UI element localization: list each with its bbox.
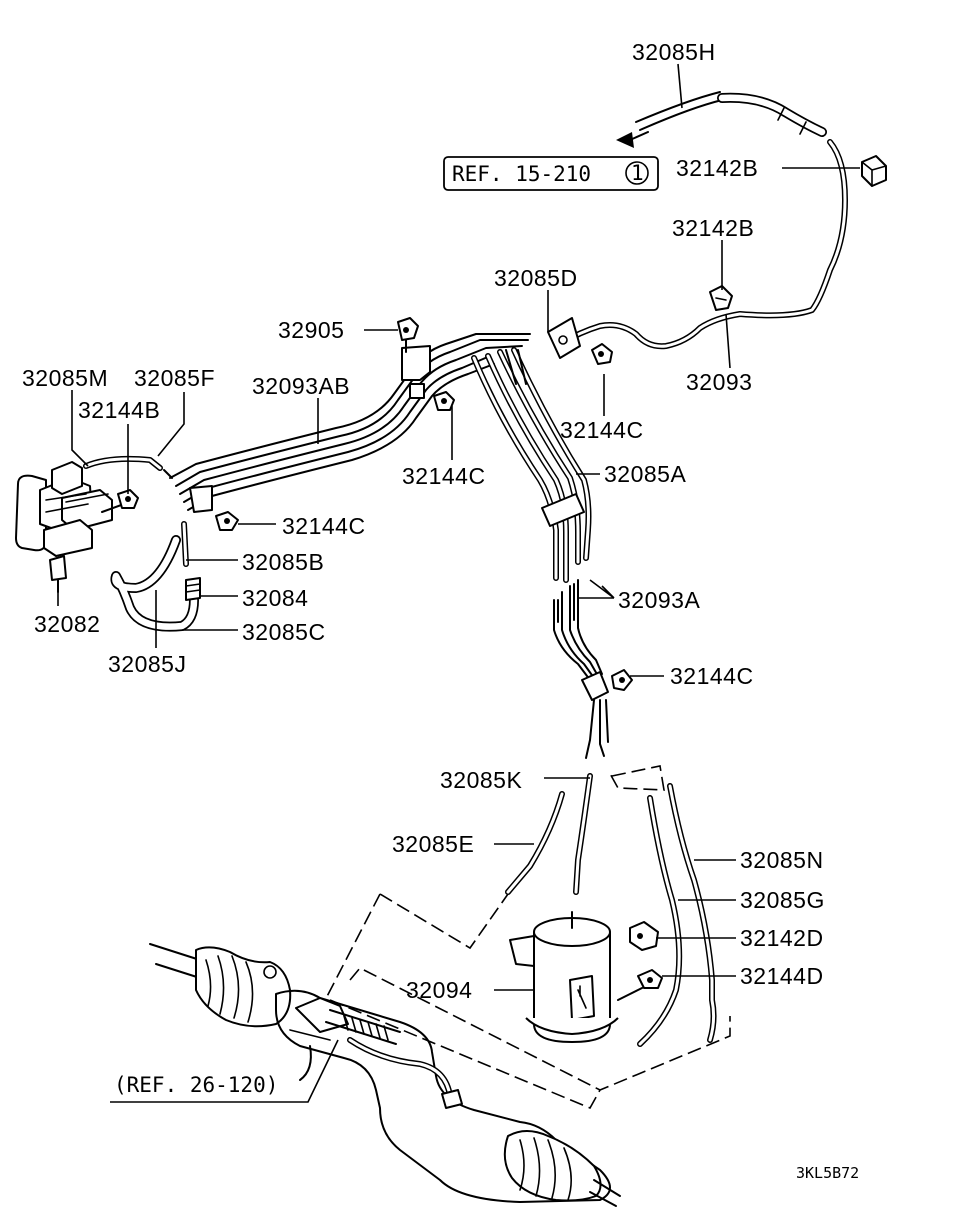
bolt-32144C-d bbox=[611, 669, 633, 691]
label-32082: 32082 bbox=[34, 611, 100, 637]
label-32085K: 32085K bbox=[440, 767, 522, 793]
label-32085N: 32085N bbox=[740, 847, 824, 873]
ref-lower-text: (REF. 26-120) bbox=[114, 1073, 278, 1097]
label-32094: 32094 bbox=[406, 977, 472, 1003]
ref-lower-leader bbox=[110, 1039, 339, 1103]
label-32144C-c: 32144C bbox=[402, 463, 486, 489]
hose-32085E bbox=[505, 791, 565, 895]
bolt-32144C-c bbox=[433, 391, 455, 411]
drive-shaft-boot bbox=[149, 943, 292, 1028]
label-32144B: 32144B bbox=[78, 397, 160, 423]
label-32144D: 32144D bbox=[740, 963, 824, 989]
dashed-ref-d bbox=[329, 999, 601, 1110]
label-32085G: 32085G bbox=[740, 887, 825, 913]
dashed-ref-b bbox=[319, 893, 381, 1011]
solenoid-32082 bbox=[15, 461, 125, 593]
label-32085H: 32085H bbox=[632, 39, 716, 65]
diagram-code: 3KL5B72 bbox=[796, 1164, 859, 1182]
pipes-32093A bbox=[553, 579, 603, 681]
label-32085F: 32085F bbox=[134, 365, 215, 391]
label-32142D: 32142D bbox=[740, 925, 824, 951]
bundle-clamp bbox=[541, 493, 585, 527]
label-32085A: 32085A bbox=[604, 461, 686, 487]
label-32085B: 32085B bbox=[242, 549, 324, 575]
ref-upper-text: REF. 15-210 bbox=[452, 162, 591, 186]
hose-bundle-32085A bbox=[471, 347, 592, 583]
bolt-32144C-b bbox=[215, 511, 239, 531]
label-32085C: 32085C bbox=[242, 619, 326, 645]
label-32144C-d: 32144C bbox=[670, 663, 754, 689]
bracket-left bbox=[189, 485, 213, 513]
hose-32085H bbox=[635, 91, 827, 137]
hose-32085B bbox=[181, 521, 189, 567]
actuator-rod bbox=[295, 997, 463, 1109]
label-32093AB: 32093AB bbox=[252, 373, 350, 399]
bracket-32905 bbox=[401, 345, 431, 399]
arrow-ref-icon bbox=[616, 131, 649, 148]
hose-32085J bbox=[110, 535, 199, 632]
canister-32094 bbox=[509, 911, 619, 1043]
label-32093A: 32093A bbox=[618, 587, 700, 613]
ref-upper-circle-text: 1 bbox=[631, 161, 644, 185]
valve-32084 bbox=[185, 577, 201, 601]
drive-shaft-boot-right bbox=[503, 1130, 621, 1207]
label-32142B-mid: 32142B bbox=[672, 215, 754, 241]
dashed-connection bbox=[607, 765, 665, 791]
hose-32085K bbox=[573, 773, 593, 895]
label-32142B-top: 32142B bbox=[676, 155, 758, 181]
label-32144C-b: 32144C bbox=[282, 513, 366, 539]
hose-right-loop bbox=[557, 139, 848, 350]
label-32905: 32905 bbox=[278, 317, 344, 343]
clip-32142B-right bbox=[861, 155, 887, 187]
clip-32142B-mid bbox=[709, 285, 733, 311]
bracket-32085D bbox=[547, 317, 581, 359]
label-32085M: 32085M bbox=[22, 365, 108, 391]
joint-block bbox=[581, 671, 609, 759]
clip-32142D bbox=[629, 921, 659, 951]
hose-32085N bbox=[667, 783, 717, 1043]
label-32093: 32093 bbox=[686, 369, 752, 395]
label-32085D: 32085D bbox=[494, 265, 578, 291]
hose-32085M bbox=[83, 455, 163, 471]
label-32084: 32084 bbox=[242, 585, 308, 611]
dashed-ref-a bbox=[379, 893, 509, 950]
bolt-32144D bbox=[617, 969, 663, 1001]
ref-box-upper: REF. 15-210 1 bbox=[443, 156, 659, 191]
bolt-32905 bbox=[397, 317, 419, 353]
leader-lines bbox=[57, 63, 860, 991]
hose-32085G bbox=[637, 795, 683, 1047]
label-32085E: 32085E bbox=[392, 831, 474, 857]
label-32144C-a: 32144C bbox=[560, 417, 644, 443]
bolt-32144C-a bbox=[591, 343, 613, 365]
label-32085J: 32085J bbox=[108, 651, 186, 677]
